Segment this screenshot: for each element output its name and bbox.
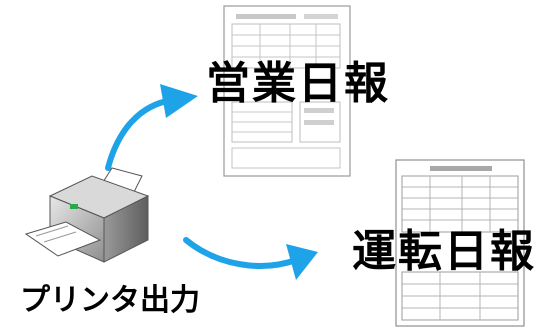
arrow-to-daily-report-icon [105,84,198,171]
driving-report-document-icon [395,159,525,327]
daily-report-label: 営業日報 [206,58,390,109]
arrow-to-driving-report-icon [183,237,318,280]
driving-report-label: 運転日報 [352,226,536,277]
daily-report-document-icon [223,5,351,177]
printer-output-label: プリンタ出力 [20,283,200,318]
printer-icon [24,167,150,263]
